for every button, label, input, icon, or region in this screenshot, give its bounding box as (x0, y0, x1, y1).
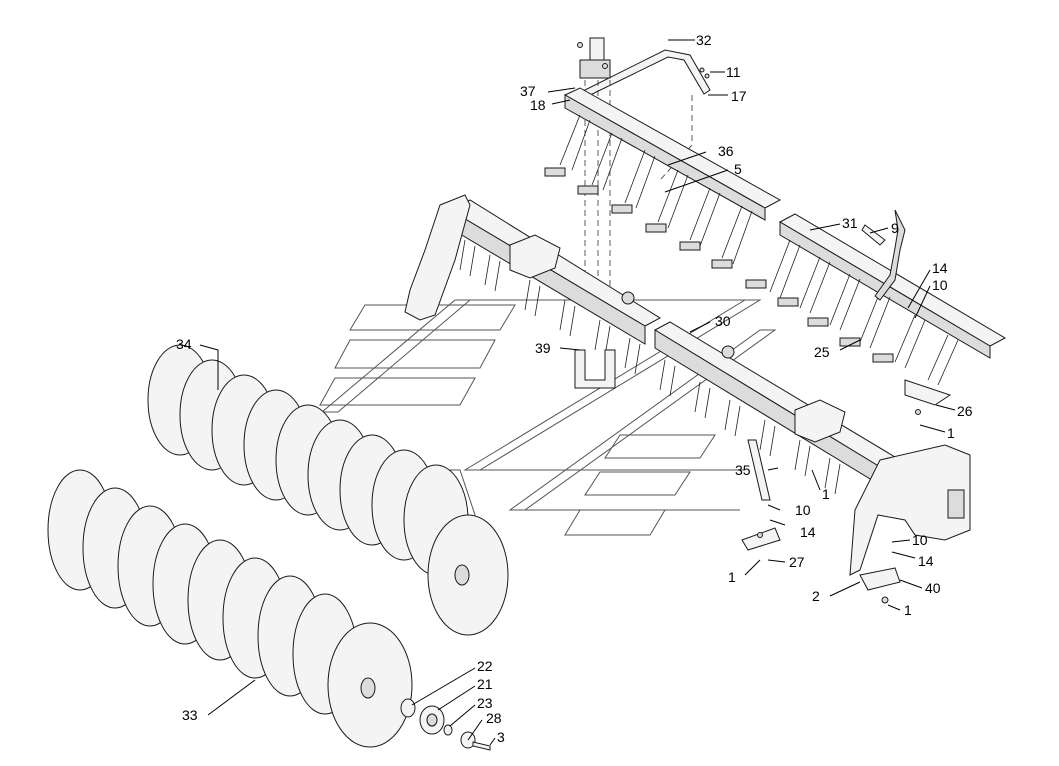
callout-11: 11 (726, 64, 741, 80)
callout-27: 27 (789, 554, 805, 570)
callout-14: 14 (800, 524, 816, 540)
callout-10: 10 (795, 502, 811, 518)
callout-1: 1 (947, 425, 955, 441)
main-frame (404, 194, 971, 604)
callout-36: 36 (718, 143, 734, 159)
callout-40: 40 (925, 580, 941, 596)
front-roller (47, 469, 413, 748)
callout-3: 3 (497, 729, 505, 745)
callout-1: 1 (728, 569, 736, 585)
callout-26: 26 (957, 403, 973, 419)
callout-1: 1 (822, 486, 830, 502)
callout-labels: 32 11 37 17 18 36 5 31 9 14 10 30 25 39 … (176, 32, 973, 745)
callout-22: 22 (477, 658, 493, 674)
callout-10: 10 (932, 277, 948, 293)
callout-9: 9 (891, 220, 899, 236)
callout-25: 25 (814, 344, 830, 360)
rear-roller (147, 344, 509, 636)
callout-18: 18 (530, 97, 546, 113)
callout-37: 37 (520, 83, 536, 99)
callout-10: 10 (912, 532, 928, 548)
leader-lines (199, 39, 956, 746)
callout-28: 28 (486, 710, 502, 726)
callout-35: 35 (735, 462, 751, 478)
callout-1: 1 (904, 602, 912, 618)
callout-21: 21 (477, 676, 493, 692)
callout-2: 2 (812, 588, 820, 604)
callout-5: 5 (734, 161, 742, 177)
callout-30: 30 (715, 313, 731, 329)
callout-23: 23 (477, 695, 493, 711)
callout-17: 17 (731, 88, 747, 104)
callout-33: 33 (182, 707, 198, 723)
callout-31: 31 (842, 215, 858, 231)
callout-14: 14 (918, 553, 934, 569)
callout-14: 14 (932, 260, 948, 276)
callout-34: 34 (176, 336, 192, 352)
callout-32: 32 (696, 32, 712, 48)
callout-39: 39 (535, 340, 551, 356)
rear-tine-bar (544, 87, 1007, 386)
hub-parts (400, 698, 491, 751)
